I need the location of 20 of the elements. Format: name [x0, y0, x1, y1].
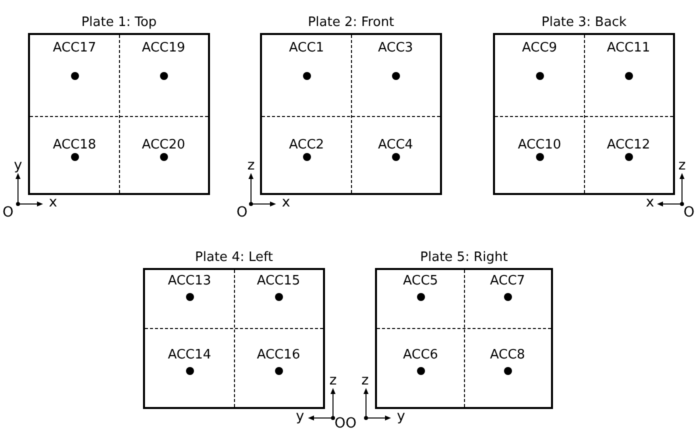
- axis-label: O: [683, 206, 695, 220]
- axis-label: z: [678, 158, 686, 174]
- plate-title: Plate 5: Right: [419, 250, 509, 266]
- plate-title: Plate 3: Back: [540, 15, 628, 31]
- axis-label: O: [334, 416, 346, 432]
- axis-label: z: [329, 374, 337, 388]
- plate-title: Plate 1: Top: [80, 15, 158, 31]
- axis-label: x: [646, 196, 654, 210]
- axis-label: y: [396, 410, 406, 424]
- axis-label: x: [282, 196, 290, 210]
- axis-label: O: [2, 206, 14, 220]
- plate-title: Plate 2: Front: [306, 15, 396, 31]
- axis-label: z: [247, 158, 255, 174]
- axis-label: O: [236, 206, 248, 220]
- axis-label: y: [14, 158, 22, 174]
- plate-title: Plate 4: Left: [194, 250, 274, 266]
- axis-label: z: [361, 374, 369, 388]
- axis-label: x: [48, 196, 58, 210]
- axis-label: y: [296, 410, 304, 424]
- axis-label: O: [345, 416, 357, 432]
